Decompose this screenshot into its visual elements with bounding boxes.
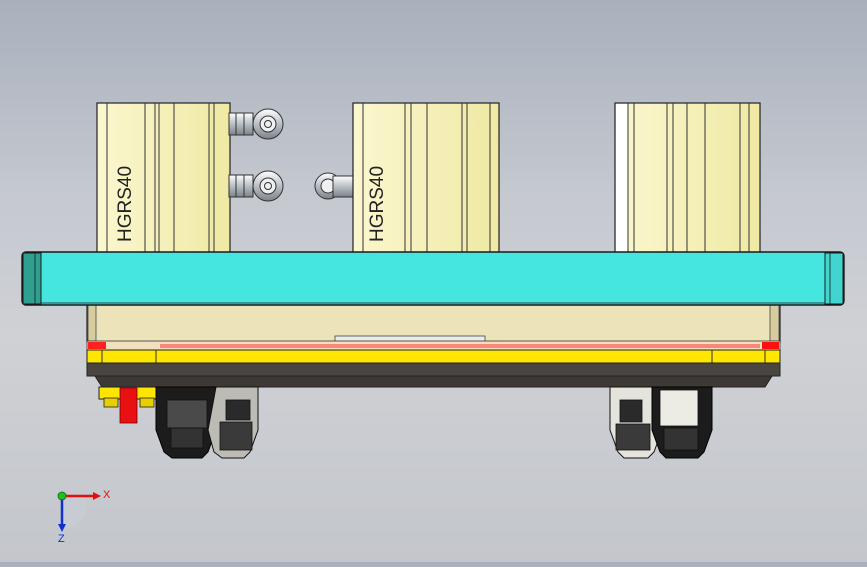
air-fitting-middle[interactable] (314, 172, 354, 200)
y-axis-dot (57, 491, 67, 501)
guide-foot-left[interactable] (155, 386, 259, 459)
air-fitting-upper[interactable] (228, 108, 284, 140)
cylinder-middle[interactable]: HGRS40 (352, 102, 500, 254)
cylinder-right[interactable] (614, 102, 761, 254)
air-fitting-lower[interactable] (228, 170, 284, 202)
mounting-base[interactable] (86, 362, 781, 388)
cyan-mounting-plate[interactable] (21, 251, 845, 306)
coordinate-triad: X Z (57, 489, 111, 545)
z-axis-label: Z (58, 533, 65, 545)
cylinder-left-label: HGRS40 (115, 166, 136, 242)
base-block[interactable] (86, 303, 781, 343)
red-seal-strip (86, 340, 781, 351)
cylinder-middle-label: HGRS40 (367, 166, 388, 242)
x-axis-label: X (103, 489, 111, 501)
cylinder-left[interactable]: HGRS40 (96, 102, 231, 254)
guide-foot-right[interactable] (609, 386, 713, 459)
yellow-rail[interactable] (86, 349, 781, 364)
